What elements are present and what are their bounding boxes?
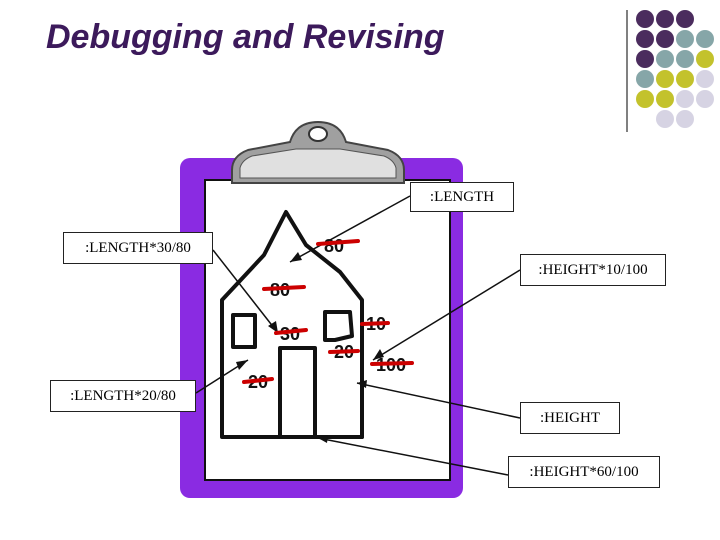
sketch-number-80-roof: 80 [324,236,344,256]
decor-dot [636,90,654,108]
arrow-height-10-100 [372,269,521,361]
decor-dot [696,50,714,68]
arrow-heads [236,252,384,443]
divider-line [626,10,628,132]
decor-dot [636,70,654,88]
decor-dot [676,70,694,88]
arrowhead [373,349,384,360]
decor-dot [696,90,714,108]
decor-dot [656,10,674,28]
clipboard-clip [231,120,405,184]
label-height-60-100: :HEIGHT*60/100 [508,456,660,488]
house-window-left [231,313,257,349]
decor-dot [656,90,674,108]
arrow-height [356,382,521,419]
decor-dot [676,10,694,28]
decor-dot [676,110,694,128]
clipboard-paper [204,179,451,481]
strike-30 [274,328,308,335]
house-window-right [323,310,354,342]
pointer-arrows [195,195,521,476]
decor-dot [676,30,694,48]
slide-title: Debugging and Revising [46,18,445,56]
decor-dot [676,90,694,108]
arrowhead [318,435,328,443]
correction-marks [242,239,414,384]
decor-dot [696,70,714,88]
label-length-20-80: :LENGTH*20/80 [50,380,196,412]
label-height: :HEIGHT [520,402,620,434]
arrow-height-60-100 [317,437,509,476]
strike-20-left [242,377,274,384]
strike-100 [370,361,414,366]
strike-80-left [262,285,306,291]
decor-dot [656,50,674,68]
arrow-length-30-80 [212,249,279,334]
house-sketch [220,210,364,439]
decor-dot [656,30,674,48]
label-length-30-80: :LENGTH*30/80 [63,232,213,264]
decor-dot [676,50,694,68]
house-door [278,346,317,439]
label-height-10-100: :HEIGHT*10/100 [520,254,666,286]
arrowhead [236,360,248,370]
house-outline [220,210,364,439]
strike-10 [360,321,390,326]
strike-20-right [328,349,360,354]
decor-dot [636,10,654,28]
decor-dot [696,30,714,48]
arrowhead [268,321,278,333]
arrow-length [289,195,411,263]
decor-dot [636,30,654,48]
decor-dot [656,110,674,128]
arrowhead [357,380,367,388]
decor-dot [656,70,674,88]
sketch-number-30: 30 [280,324,300,344]
arrowhead [290,252,302,262]
decor-dot [636,50,654,68]
label-length: :LENGTH [410,182,514,212]
strike-80-roof [316,239,360,246]
